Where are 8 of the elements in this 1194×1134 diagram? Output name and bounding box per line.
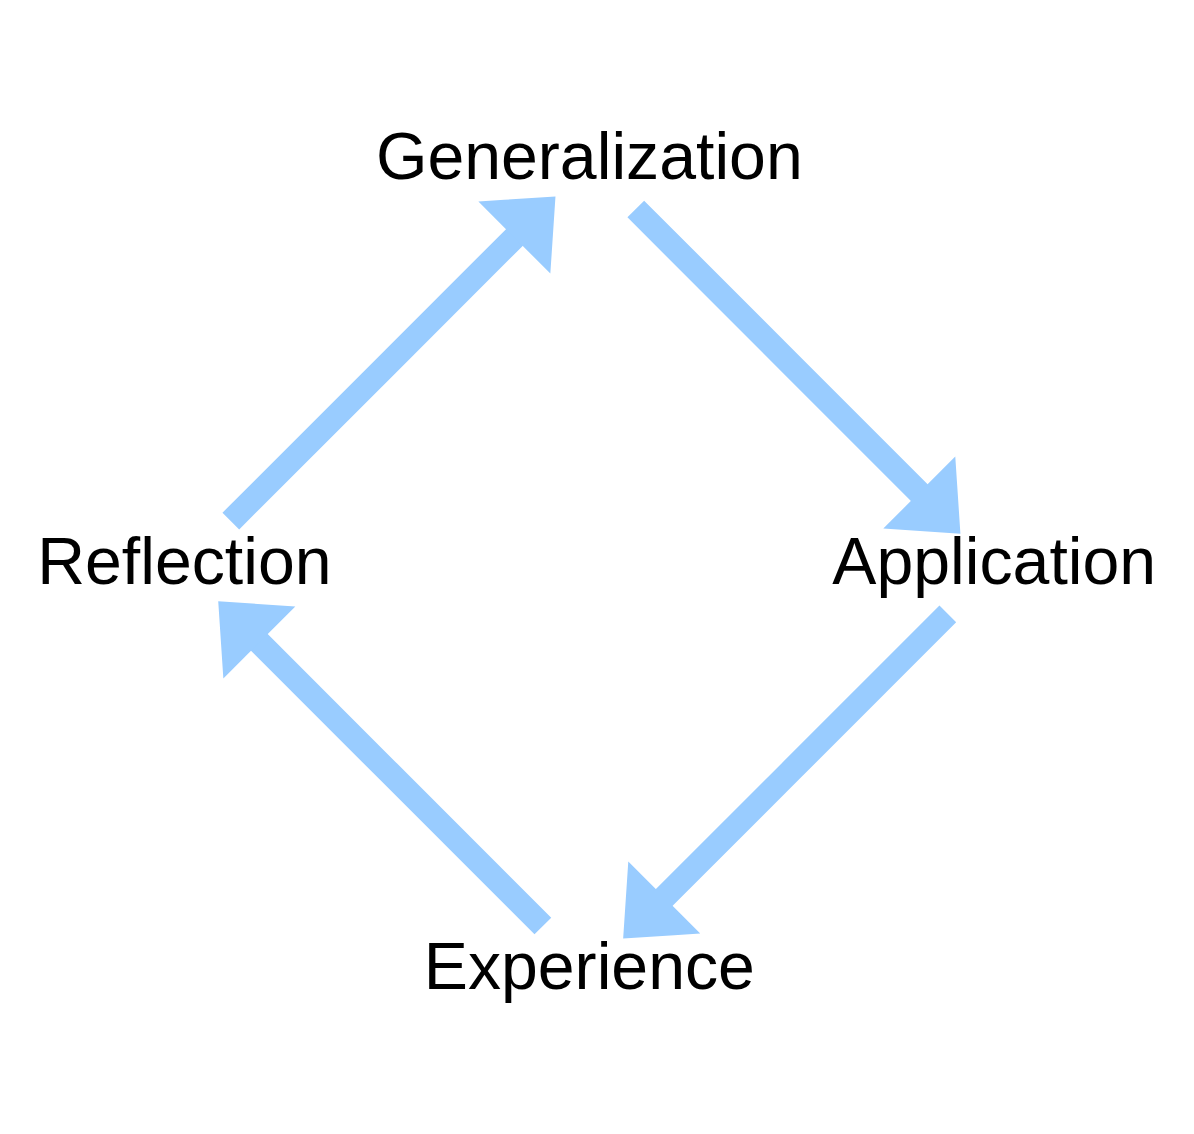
arrow [623,605,957,939]
arrow [627,200,961,534]
node-text: Application [832,523,1157,598]
node-text: Generalization [375,118,803,193]
arrow [218,600,552,934]
node-text: Experience [423,928,755,1003]
arrow [222,195,556,529]
node-text: Reflection [37,523,332,598]
